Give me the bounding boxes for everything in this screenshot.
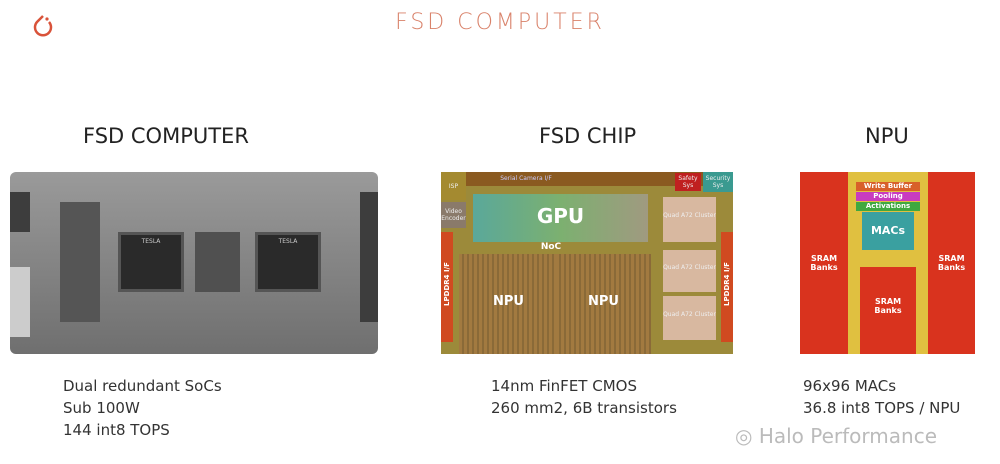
cpu-cluster-label: Quad A72 Cluster xyxy=(663,212,716,219)
fsd-chip-die-image: Serial Camera I/F ISP Video Encoder Safe… xyxy=(441,172,733,354)
pooling-label: Pooling xyxy=(856,192,920,201)
fsd-board-image: TESLA TESLA xyxy=(10,172,378,354)
cpu-cluster-label: Quad A72 Cluster xyxy=(663,311,716,318)
slide-title: FSD COMPUTER xyxy=(395,10,605,35)
fsd-computer-specs: Dual redundant SoCs Sub 100W 144 int8 TO… xyxy=(63,377,222,439)
heading-npu: NPU xyxy=(865,124,909,148)
watermark: ◎ Halo Performance xyxy=(735,424,937,448)
lpddr-right-label: LPDDR4 I/F xyxy=(723,262,731,306)
npu-label: NPU xyxy=(493,294,524,309)
camera-label: Serial Camera I/F xyxy=(500,175,552,182)
fsd-chip-specs: 14nm FinFET CMOS 260 mm2, 6B transistors xyxy=(491,377,677,417)
npu-die-image: Write Buffer Pooling Activations MACs SR… xyxy=(800,172,975,354)
noc-label: NoC xyxy=(540,242,562,252)
sram-left-label: SRAM Banks xyxy=(810,254,838,272)
npu-specs: 96x96 MACs 36.8 int8 TOPS / NPU xyxy=(803,377,961,417)
macs-label: MACs xyxy=(862,212,914,250)
heading-fsd-chip: FSD CHIP xyxy=(539,124,637,148)
pytorch-logo-icon xyxy=(33,15,53,37)
video-encoder-label: Video Encoder xyxy=(441,208,466,222)
safety-label: Safety Sys xyxy=(678,175,698,189)
lpddr-left-label: LPDDR4 I/F xyxy=(443,262,451,306)
npu-label: NPU xyxy=(588,294,619,309)
soc-chip: TESLA xyxy=(118,232,184,292)
wechat-icon: ◎ xyxy=(735,424,759,448)
cpu-cluster-label: Quad A72 Cluster xyxy=(663,264,716,271)
heading-fsd-computer: FSD COMPUTER xyxy=(83,124,249,148)
soc-chip: TESLA xyxy=(255,232,321,292)
sram-bottom-label: SRAM Banks xyxy=(874,297,902,315)
activations-label: Activations xyxy=(856,202,920,211)
gpu-label: GPU xyxy=(536,204,585,228)
security-label: Security Sys xyxy=(705,175,731,189)
isp-label: ISP xyxy=(448,183,459,190)
sram-right-label: SRAM Banks xyxy=(937,254,966,272)
write-buffer-label: Write Buffer xyxy=(856,182,920,191)
